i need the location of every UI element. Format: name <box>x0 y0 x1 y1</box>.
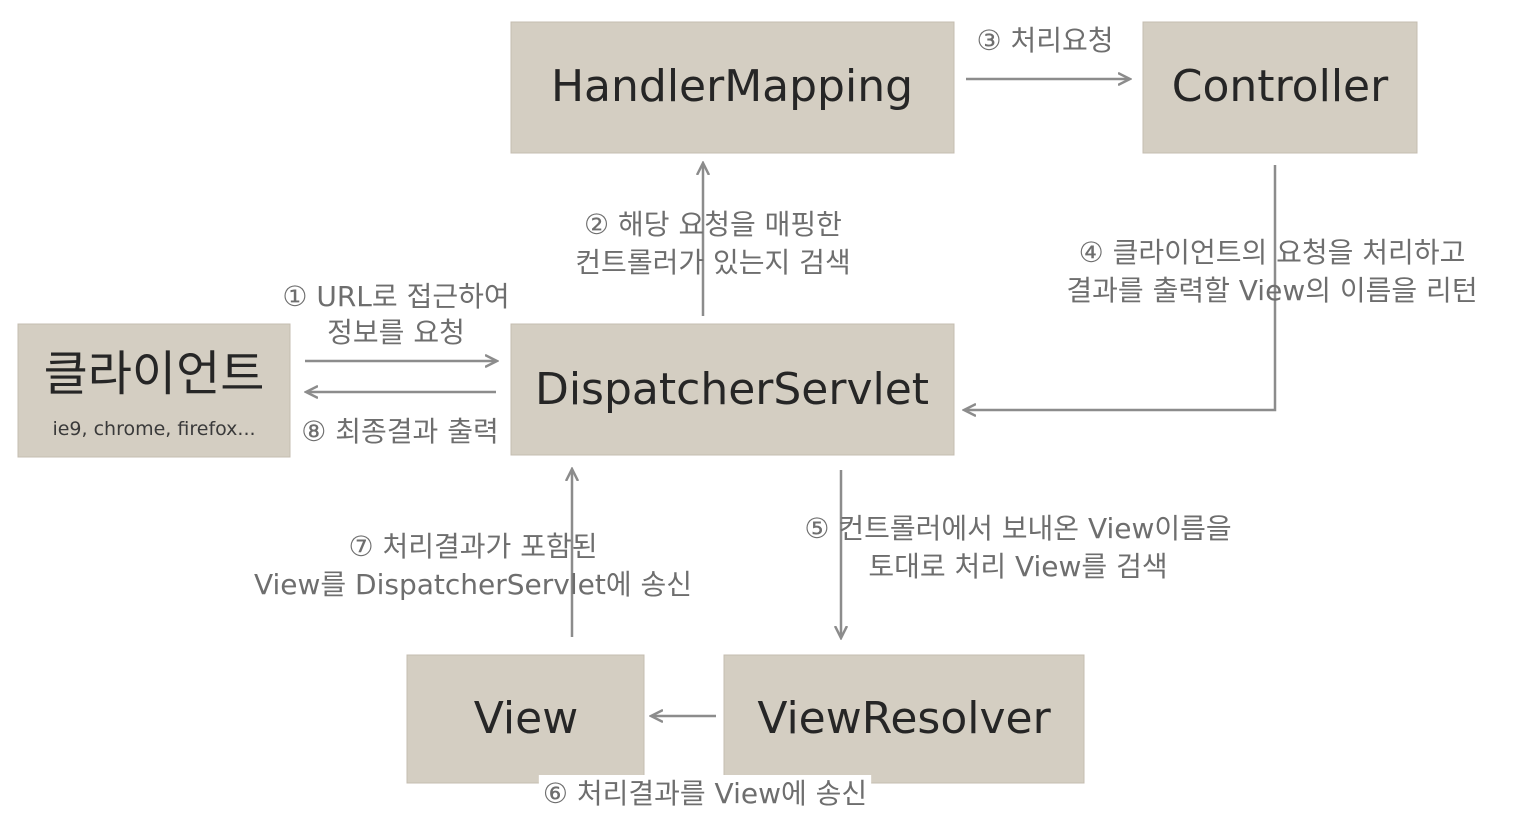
node-view-label: View <box>474 693 578 744</box>
step-label-s5-line-1: ⑤ 컨트롤러에서 보내온 View이름을 <box>804 512 1231 545</box>
node-client: 클라이언트 ie9, chrome, firefox... <box>17 323 291 458</box>
step-label-s3-line-1: ③ 처리요청 <box>976 24 1113 57</box>
node-controller: Controller <box>1142 21 1418 154</box>
step-label-s8: ⑧ 최종결과 출력 <box>297 413 503 450</box>
step-label-s6-line-1: ⑥ 처리결과를 View에 송신 <box>543 777 867 810</box>
node-view: View <box>406 654 645 784</box>
node-handler-mapping-label: HandlerMapping <box>551 61 913 112</box>
step-label-s6-backdrop <box>538 775 872 812</box>
node-dispatcher-servlet-label: DispatcherServlet <box>535 364 929 415</box>
step-label-s1-line-1: ① URL로 접근하여 <box>282 280 509 313</box>
step-label-s2-line-1: ② 해당 요청을 매핑한 <box>584 208 842 241</box>
step-label-s8-backdrop <box>297 413 503 450</box>
step-label-s2-line-2: 컨트롤러가 있는지 검색 <box>575 246 850 279</box>
node-view-resolver: ViewResolver <box>723 654 1085 784</box>
step-label-s5-line-2: 토대로 처리 View를 검색 <box>868 550 1167 583</box>
step-label-s4-line-1: ④ 클라이언트의 요청을 처리하고 <box>1079 236 1466 269</box>
node-handler-mapping: HandlerMapping <box>510 21 955 154</box>
node-controller-label: Controller <box>1172 61 1389 112</box>
step-label-s6: ⑥ 처리결과를 View에 송신 <box>538 775 872 812</box>
node-client-browsers: ie9, chrome, firefox... <box>52 418 255 440</box>
step-label-s3: ③ 처리요청 <box>976 24 1113 57</box>
step-label-s7: ⑦ 처리결과가 포함된 View를 DispatcherServlet에 송신 <box>254 530 692 601</box>
step-label-s1-line-2: 정보를 요청 <box>327 316 465 349</box>
step-label-s4-line-2: 결과를 출력할 View의 이름을 리턴 <box>1066 274 1477 307</box>
arrow-controller-to-dispatcher <box>965 165 1277 410</box>
node-client-label: 클라이언트 <box>44 346 265 402</box>
step-label-s7-line-2: View를 DispatcherServlet에 송신 <box>254 568 692 601</box>
step-label-s7-line-1: ⑦ 처리결과가 포함된 <box>349 530 598 563</box>
node-dispatcher-servlet: DispatcherServlet <box>510 323 955 456</box>
step-label-s8-line-1: ⑧ 최종결과 출력 <box>301 415 498 448</box>
node-view-resolver-label: ViewResolver <box>757 693 1051 744</box>
